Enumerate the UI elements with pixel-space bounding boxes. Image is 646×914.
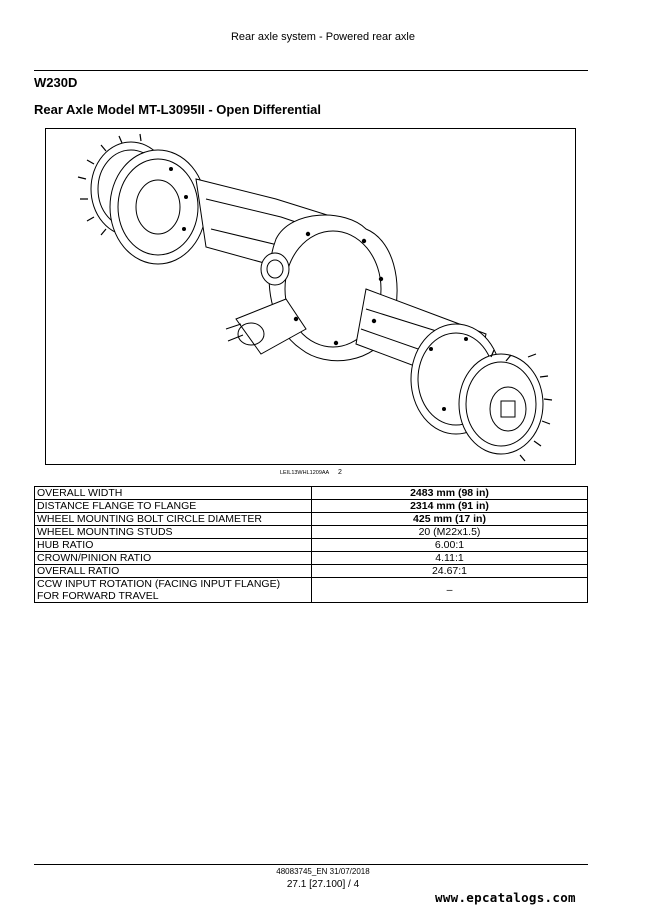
spec-label: OVERALL WIDTH xyxy=(34,486,312,500)
figure-number: 2 xyxy=(338,469,342,476)
spec-label: DISTANCE FLANGE TO FLANGE xyxy=(34,499,312,513)
running-header: Rear axle system - Powered rear axle xyxy=(230,31,415,43)
table-row: OVERALL RATIO 24.67:1 xyxy=(34,564,588,578)
spec-value: 2483 mm (98 in) xyxy=(311,486,588,500)
spec-label-line2: FOR FORWARD TRAVEL xyxy=(37,590,159,602)
watermark: www.epcatalogs.com xyxy=(435,890,576,905)
spec-value: 24.67:1 xyxy=(311,564,588,578)
spec-value: 6.00:1 xyxy=(311,538,588,552)
table-row: WHEEL MOUNTING STUDS 20 (M22x1.5) xyxy=(34,525,588,539)
spec-label: WHEEL MOUNTING STUDS xyxy=(34,525,312,539)
spec-value: 20 (M22x1.5) xyxy=(311,525,588,539)
spec-label: CCW INPUT ROTATION (FACING INPUT FLANGE)… xyxy=(34,577,312,603)
page-number: 27.1 [27.100] / 4 xyxy=(286,879,360,890)
spec-label: CROWN/PINION RATIO xyxy=(34,551,312,565)
table-row: HUB RATIO 6.00:1 xyxy=(34,538,588,552)
spec-value: 425 mm (17 in) xyxy=(311,512,588,526)
spec-value: 4.11:1 xyxy=(311,551,588,565)
table-row: CROWN/PINION RATIO 4.11:1 xyxy=(34,551,588,565)
document-title: Rear Axle Model MT-L3095II - Open Differ… xyxy=(34,102,322,117)
spec-value: 2314 mm (91 in) xyxy=(311,499,588,513)
table-row: OVERALL WIDTH 2483 mm (98 in) xyxy=(34,486,588,500)
spec-label: HUB RATIO xyxy=(34,538,312,552)
spec-value: – xyxy=(311,577,588,603)
axle-figure xyxy=(45,128,576,465)
table-row: DISTANCE FLANGE TO FLANGE 2314 mm (91 in… xyxy=(34,499,588,513)
header-rule xyxy=(34,70,588,71)
spec-label: OVERALL RATIO xyxy=(34,564,312,578)
table-row: WHEEL MOUNTING BOLT CIRCLE DIAMETER 425 … xyxy=(34,512,588,526)
document-code: 48083745_EN 31/07/2018 xyxy=(276,867,370,876)
table-row: CCW INPUT ROTATION (FACING INPUT FLANGE)… xyxy=(34,577,588,603)
specifications-table: OVERALL WIDTH 2483 mm (98 in) DISTANCE F… xyxy=(34,486,588,603)
spec-label-line1: CCW INPUT ROTATION (FACING INPUT FLANGE) xyxy=(37,578,281,590)
section-code: W230D xyxy=(34,75,78,90)
spec-label: WHEEL MOUNTING BOLT CIRCLE DIAMETER xyxy=(34,512,312,526)
footer-rule xyxy=(34,864,588,865)
rear-axle-drawing-icon xyxy=(77,133,553,462)
figure-reference: LEIL13WHL1209AA xyxy=(280,470,330,476)
